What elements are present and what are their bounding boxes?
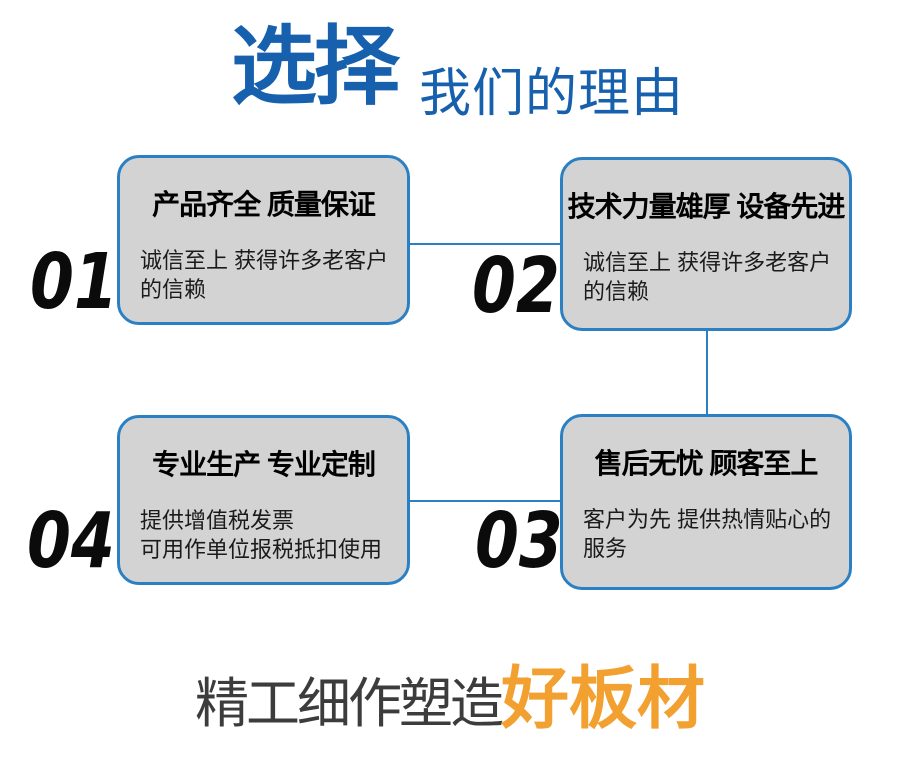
card-title: 专业生产 专业定制 xyxy=(152,449,376,480)
step-number-04: 04 xyxy=(27,497,115,586)
footer-slogan-accent: 好板材 xyxy=(500,661,705,737)
card-title: 产品齐全 质量保证 xyxy=(152,189,376,220)
card-production-custom: 专业生产 专业定制 提供增值税发票 可用作单位报税抵扣使用 xyxy=(117,415,410,585)
step-number-01: 01 xyxy=(30,238,118,327)
card-technology-equipment: 技术力量雄厚 设备先进 诚信至上 获得许多老客户 的信赖 xyxy=(560,157,852,331)
footer-slogan-main: 精工细作塑造 xyxy=(194,674,504,734)
connector-card2-card4 xyxy=(706,331,708,414)
connector-card1-card2 xyxy=(410,243,560,245)
card-body: 客户为先 提供热情贴心的 服务 xyxy=(583,506,832,561)
card-body: 提供增值税发票 可用作单位报税抵扣使用 xyxy=(140,507,383,562)
step-number-03: 03 xyxy=(475,497,563,586)
connector-card3-card4 xyxy=(410,500,560,502)
page-title-main: 选择 xyxy=(231,19,400,115)
card-products-quality: 产品齐全 质量保证 诚信至上 获得许多老客户 的信赖 xyxy=(117,155,410,325)
step-number-02: 02 xyxy=(472,242,560,331)
card-body: 诚信至上 获得许多老客户 的信赖 xyxy=(140,247,389,302)
footer-slogan: 精工细作塑造 好板材 xyxy=(0,661,900,739)
card-aftersales-service: 售后无忧 顾客至上 客户为先 提供热情贴心的 服务 xyxy=(560,414,852,590)
card-title: 技术力量雄厚 设备先进 xyxy=(567,191,846,222)
page-title-sub: 我们的理由 xyxy=(419,65,685,123)
card-body: 诚信至上 获得许多老客户 的信赖 xyxy=(583,249,832,304)
card-title: 售后无忧 顾客至上 xyxy=(594,448,819,479)
